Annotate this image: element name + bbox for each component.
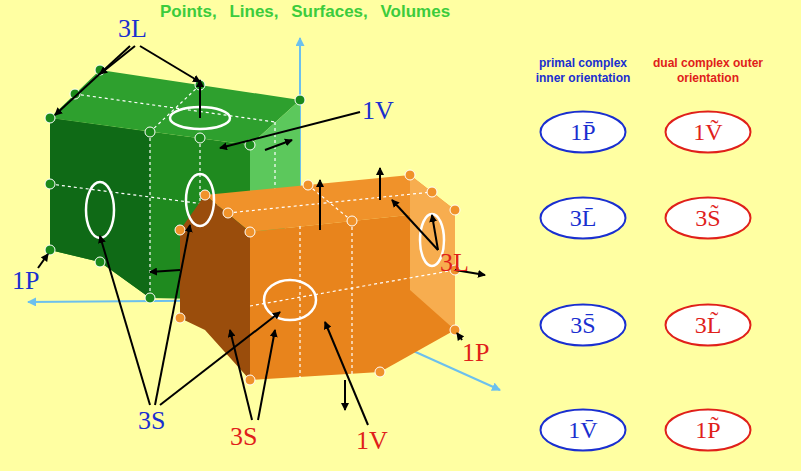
oval-node: 1Ṽ — [664, 110, 752, 154]
callout-label: 1P — [12, 268, 39, 294]
column-heading: dual complex outer orientation — [652, 56, 764, 86]
diagram-title: Points, Lines, Surfaces, Volumes — [160, 2, 450, 22]
oval-node: 1V̄ — [539, 408, 627, 452]
oval-text: 1P̄ — [570, 119, 595, 146]
oval-text: 1V̄ — [568, 417, 597, 444]
oval-text: 3S̃ — [695, 205, 720, 232]
oval-node: 3S̃ — [664, 196, 752, 240]
oval-node: 1P̄ — [539, 110, 627, 154]
callout-label: 1P — [462, 340, 489, 366]
oval-node: 1P̃ — [664, 408, 752, 452]
callout-label: 3S — [230, 424, 257, 450]
oval-text: 3S̄ — [570, 312, 595, 339]
callout-label: 1V — [356, 428, 388, 454]
callout-label: 1V — [362, 98, 394, 124]
oval-node: 3S̄ — [539, 303, 627, 347]
oval-text: 3L̄ — [570, 205, 597, 232]
oval-text: 3L̃ — [695, 312, 722, 339]
oval-text: 1Ṽ — [693, 119, 722, 146]
callout-label: 3L — [440, 250, 469, 276]
callout-label: 3S — [138, 408, 165, 434]
oval-text: 1P̃ — [695, 417, 720, 444]
column-heading: primal complex inner orientation — [527, 56, 639, 86]
oval-node: 3L̄ — [539, 196, 627, 240]
callout-label: 3L — [118, 16, 147, 42]
oval-node: 3L̃ — [664, 303, 752, 347]
